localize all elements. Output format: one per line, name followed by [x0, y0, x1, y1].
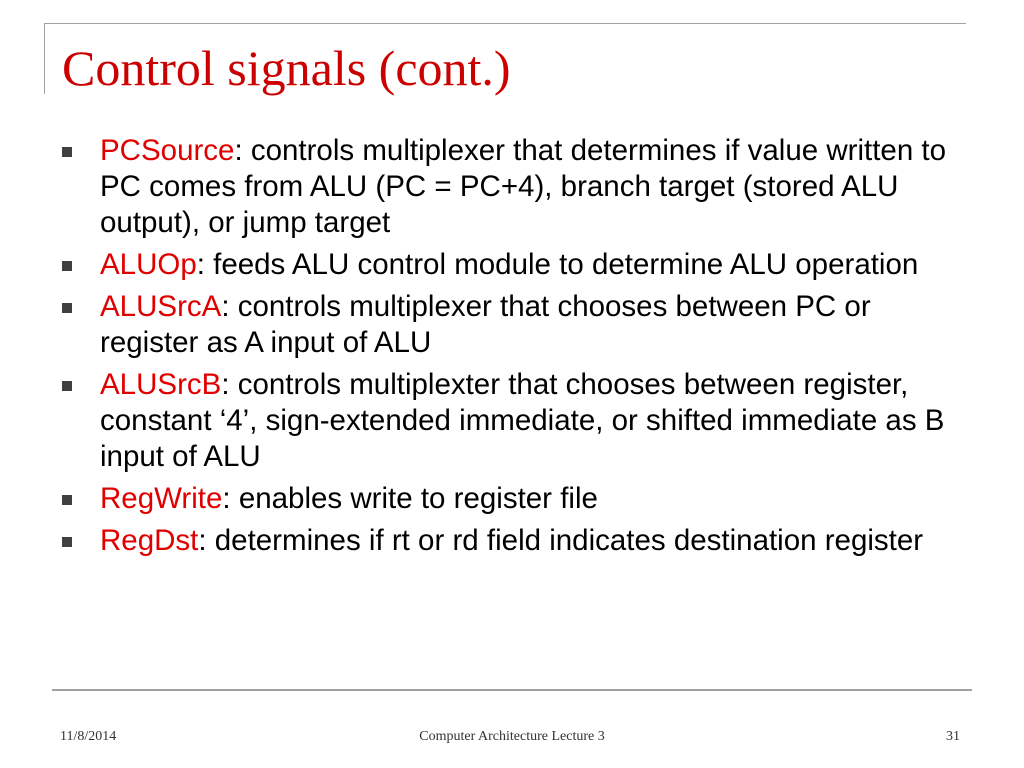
signal-name: ALUOp: [100, 248, 197, 281]
signal-description: : controls multiplexter that chooses bet…: [100, 368, 945, 473]
signal-name: ALUSrcB: [100, 368, 222, 401]
signal-name: PCSource: [100, 134, 235, 167]
bullet-list: PCSource: controls multiplexer that dete…: [62, 133, 972, 565]
signal-name: RegWrite: [100, 482, 223, 515]
square-bullet-icon: [62, 495, 72, 505]
footer-date: 11/8/2014: [60, 729, 117, 744]
signal-description: : controls multiplexer that chooses betw…: [100, 290, 871, 359]
signal-description: : controls multiplexer that determines i…: [100, 134, 947, 239]
bullet-item-regdst: RegDst: determines if rt or rd field ind…: [62, 523, 972, 559]
signal-name: ALUSrcA: [100, 290, 222, 323]
square-bullet-icon: [62, 303, 72, 313]
footer-divider: [52, 689, 972, 691]
title-frame-left-line: [44, 23, 45, 94]
bullet-item-pcsource: PCSource: controls multiplexer that dete…: [62, 133, 972, 241]
signal-name: RegDst: [100, 524, 199, 557]
square-bullet-icon: [62, 147, 72, 157]
square-bullet-icon: [62, 381, 72, 391]
signal-description: : determines if rt or rd field indicates…: [198, 524, 924, 557]
page-number: 31: [946, 729, 960, 744]
bullet-item-alusrca: ALUSrcA: controls multiplexer that choos…: [62, 289, 972, 361]
title-frame-top-line: [44, 23, 966, 24]
bullet-item-alusrcb: ALUSrcB: controls multiplexter that choo…: [62, 367, 972, 475]
signal-description: : feeds ALU control module to determine …: [196, 248, 919, 281]
footer-lecture-title: Computer Architecture Lecture 3: [419, 729, 605, 744]
square-bullet-icon: [62, 537, 72, 547]
bullet-item-aluop: ALUOp: feeds ALU control module to deter…: [62, 247, 972, 283]
square-bullet-icon: [62, 261, 72, 271]
slide-title: Control signals (cont.): [62, 40, 511, 96]
bullet-item-regwrite: RegWrite: enables write to register file: [62, 481, 972, 517]
signal-description: : enables write to register file: [222, 482, 598, 515]
